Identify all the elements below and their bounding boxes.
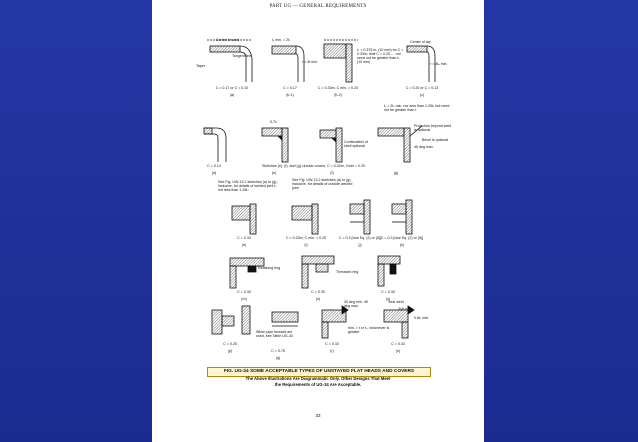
figure-note-line1: The Above Illustrations Are Diagrammatic…: [245, 376, 391, 381]
caption-r-value: C = 0.33: [325, 342, 339, 346]
sketch-k: [391, 199, 413, 235]
caption-h-value: C = 0.33: [237, 236, 251, 240]
figure-drawings: [203, 39, 436, 339]
caption-k-value: C = 0.3 [Use Eq. (2) or (5)]: [380, 236, 424, 240]
label-whichever: min. = t or tₛ, whichever is greater: [348, 326, 390, 334]
caption-f: (f): [330, 171, 334, 175]
label-uw-note-1: See Fig. UW-13.2 sketches (a) to (g), in…: [218, 180, 278, 192]
caption-n-value: C = 0.30: [311, 290, 325, 294]
sketch-b1: [271, 45, 305, 82]
sketch-c: [406, 45, 436, 82]
label-b2-note: tₛ = 0.375 in. (10 mm) for C = 0.33m; li…: [357, 48, 404, 64]
caption-e: (e): [271, 171, 277, 175]
label-30-deg: 30 deg min. 45 deg max.: [344, 300, 368, 308]
caption-j: (j): [358, 243, 362, 247]
caption-p-value: C = 0.25: [223, 342, 237, 346]
caption-a-value: C = 0.17 or C = 0.10: [215, 86, 249, 90]
figure-note-line2: the Requirements of UG-34 Are Acceptable…: [274, 382, 362, 387]
caption-p: (p): [227, 349, 233, 353]
caption-i-value: C = 0.33m, C min. = 0.20: [285, 236, 327, 240]
caption-a: (a): [229, 93, 235, 97]
label-pipe-threads: When pipe threads are used, see Table UG…: [256, 330, 293, 338]
label-t-min: t₁ min. = 2tₛ: [272, 38, 291, 42]
label-r3t-min: r = 3t min.: [302, 60, 319, 64]
caption-d: (d): [211, 171, 217, 175]
sketch-d: [203, 127, 227, 162]
label-45-deg: 45 deg max.: [414, 145, 434, 149]
label-08ts-min: 0.8tₛ min.: [414, 316, 430, 320]
sketch-h: [231, 203, 257, 235]
figure-caption: FIG. UG-34 SOME ACCEPTABLE TYPES OF UNST…: [207, 367, 431, 377]
caption-b2-value: C = 0.33m, C min. = 0.20: [317, 86, 359, 90]
sketch-g: [377, 125, 423, 163]
page-header: PART UG — GENERAL REQUIREMENTS: [269, 4, 367, 9]
caption-b2: (b-2): [334, 93, 342, 97]
sketch-p: [211, 305, 251, 335]
label-tangent-line: Tangent line: [232, 54, 252, 58]
label-center-of-lap: Center of lap: [410, 40, 431, 44]
sketch-q: [271, 311, 299, 327]
caption-s: (s): [395, 349, 401, 353]
caption-m: (m): [241, 297, 247, 301]
page-number: 33: [315, 413, 321, 418]
sketch-i: [291, 203, 319, 235]
caption-m-value: C = 0.30: [237, 290, 251, 294]
label-proj-note: t₁ = 2tₛ min. nor less than 1.25tₛ but n…: [384, 104, 450, 112]
label-threaded-ring: Threaded ring: [336, 270, 359, 274]
caption-c-value: C = 0.20 or C = 0.13: [405, 86, 439, 90]
sketch-r: [321, 305, 349, 339]
sketch-f: [319, 127, 343, 163]
caption-d-value: C = 0.13: [207, 164, 221, 168]
label-center-of-weld: Center of weld: [216, 38, 240, 42]
caption-q: (q): [275, 356, 281, 360]
caption-o: (o): [385, 297, 391, 301]
sketch-j: [349, 199, 371, 235]
caption-q-value: C = 0.75: [271, 349, 285, 353]
label-continuation: Continuation of shell optional: [344, 140, 369, 148]
caption-b1-value: C = 0.17: [283, 86, 297, 90]
caption-i: (i): [304, 243, 308, 247]
sketch-m: [229, 257, 265, 289]
caption-o-value: C = 0.30: [381, 290, 395, 294]
caption-k: (k): [399, 243, 405, 247]
label-retaining-ring: Retaining ring: [258, 266, 281, 270]
label-bevel: Bevel is optional: [422, 138, 449, 142]
caption-s-value: C = 0.33: [391, 342, 405, 346]
label-sketches-note: Sketches (e), (f), and (g) circular cove…: [262, 164, 366, 168]
label-3-4t-min: 3/4t min.: [398, 307, 412, 311]
label-taper: Taper: [196, 64, 205, 68]
sketch-s: [383, 305, 415, 339]
caption-h: (h): [241, 243, 247, 247]
document-page: PART UG — GENERAL REQUIREMENTS: [152, 0, 484, 442]
sketch-o: [377, 255, 401, 287]
label-projection: Projection beyond weld is optional: [414, 124, 452, 132]
caption-g: (g): [393, 171, 399, 175]
sketch-a: [207, 39, 253, 82]
sketch-e: [261, 127, 289, 163]
sketch-b2: [323, 39, 358, 83]
label-seal-weld: Seal weld: [388, 300, 404, 304]
label-07ts: 0.7tₛ: [270, 120, 278, 124]
caption-b1: (b-1): [286, 93, 294, 97]
label-r3th-min: r = 3tₕ min.: [430, 62, 448, 66]
caption-j-value: C = 0.3 [Use Eq. (2) or (5)]: [338, 236, 382, 240]
sketch-n: [301, 255, 335, 289]
caption-r: (r): [330, 349, 334, 353]
caption-c: (c): [419, 93, 425, 97]
caption-n: (n): [315, 297, 321, 301]
label-uw-note-2: See Fig. UW-13.2 sketches (a) to (g), in…: [292, 178, 353, 190]
